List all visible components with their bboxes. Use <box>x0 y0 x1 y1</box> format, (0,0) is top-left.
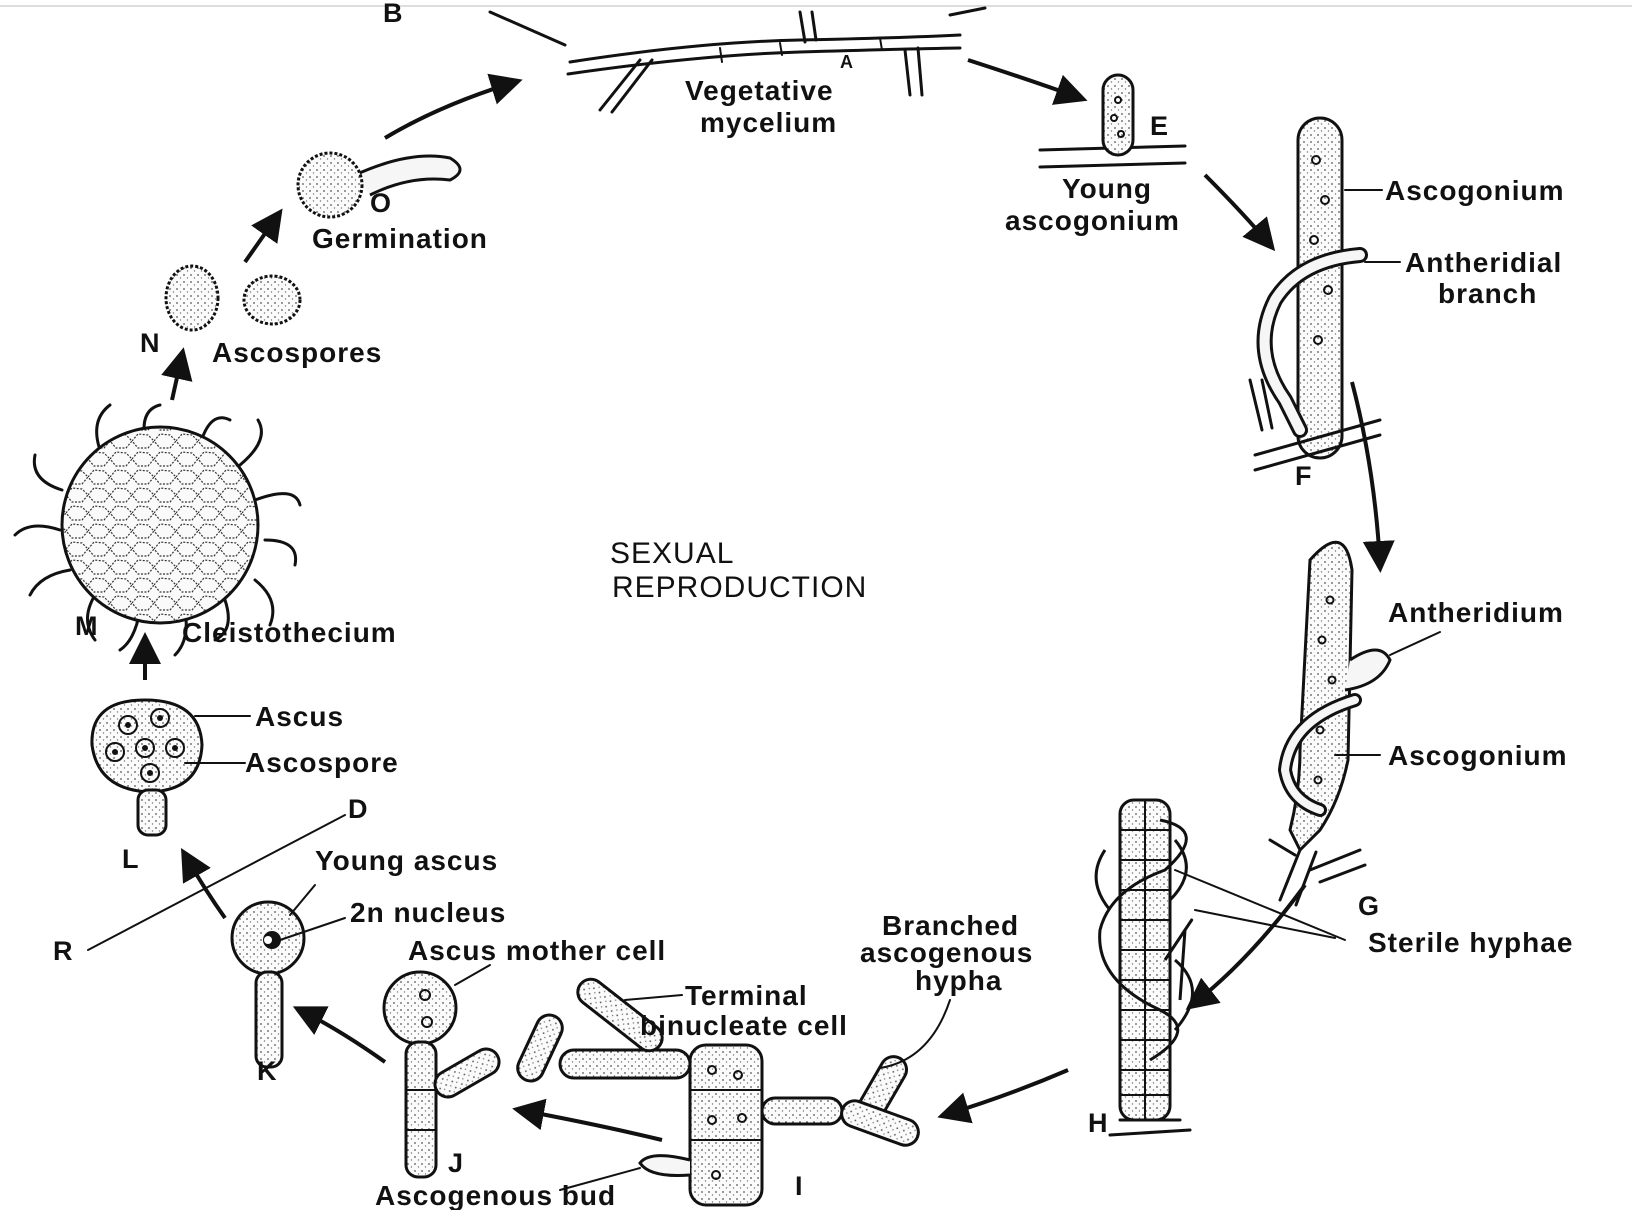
arrow-g-to-h <box>1192 885 1305 1005</box>
arrow-m-to-n <box>172 355 182 400</box>
letter-m: M <box>75 611 98 641</box>
pointer-ascus-mother <box>455 965 490 985</box>
label-young: Young <box>1062 173 1152 204</box>
label-antheridial: Antheridial <box>1405 247 1562 278</box>
stage-l-ascus <box>92 700 202 835</box>
label-sterile-hyphae: Sterile hyphae <box>1368 927 1573 958</box>
arrow-f-to-g <box>1352 382 1380 565</box>
label-germination: Germination <box>312 223 488 254</box>
letter-e: E <box>1150 111 1168 141</box>
label-ascospore: Ascospore <box>245 747 399 778</box>
stage-g-antheridium-ascogonium <box>1270 542 1390 905</box>
pointer-antheridium <box>1390 632 1440 655</box>
label-ascus: Ascus <box>255 701 344 732</box>
label-ascogenous: ascogenous <box>860 937 1033 968</box>
label-ascospores: Ascospores <box>212 337 382 368</box>
arrow-o-to-a <box>385 82 515 138</box>
center-title-line1: SEXUAL <box>610 537 734 570</box>
letter-g: G <box>1358 891 1379 921</box>
pointer-terminal <box>625 995 682 1000</box>
letter-l: L <box>122 844 139 874</box>
letter-h: H <box>1088 1108 1108 1138</box>
pointer-young-ascus <box>290 885 315 915</box>
label-young-ascus: Young ascus <box>315 845 498 876</box>
label-cleistothecium: Cleistothecium <box>182 617 397 648</box>
arrow-a-to-e <box>968 60 1080 98</box>
letter-j: J <box>448 1148 463 1178</box>
arrow-e-to-f <box>1205 175 1270 245</box>
label-terminal: Terminal <box>685 980 808 1011</box>
label-mycelium: mycelium <box>700 107 837 138</box>
line-d-r <box>88 815 345 950</box>
letter-b: B <box>383 0 403 28</box>
label-2n-nucleus: 2n nucleus <box>350 897 506 928</box>
label-ascus-mother: Ascus mother cell <box>408 935 666 966</box>
label-ascogonium-g: Ascogonium <box>1388 740 1568 771</box>
letter-d: D <box>348 794 368 824</box>
letter-i: I <box>795 1171 803 1201</box>
arrow-h-to-i <box>945 1070 1068 1115</box>
arrow-j-to-k <box>300 1010 385 1062</box>
label-ascogonium-e: ascogonium <box>1005 205 1180 236</box>
arrow-i-to-j <box>520 1110 662 1140</box>
letter-f: F <box>1295 461 1312 491</box>
stage-n-ascospores <box>166 266 300 330</box>
pointers-sterile <box>1175 870 1345 940</box>
letter-a: A <box>840 52 853 72</box>
label-hypha: hypha <box>915 965 1002 996</box>
stage-h-sterile-hyphae <box>1096 800 1192 1135</box>
label-vegetative: Vegetative <box>685 75 834 106</box>
stage-k-young-ascus <box>232 902 304 1067</box>
letter-r: R <box>53 936 73 966</box>
center-title-line2: REPRODUCTION <box>612 571 867 604</box>
label-binucleate: binucleate cell <box>640 1010 848 1041</box>
arrow-k-to-l <box>185 855 225 918</box>
label-antheridium: Antheridium <box>1388 597 1564 628</box>
letter-k: K <box>257 1056 277 1086</box>
label-branch: branch <box>1438 278 1537 309</box>
label-ascogonium-f: Ascogonium <box>1385 175 1565 206</box>
letter-o: O <box>370 188 391 218</box>
arrow-n-to-o <box>245 215 278 262</box>
letter-n: N <box>140 328 160 358</box>
